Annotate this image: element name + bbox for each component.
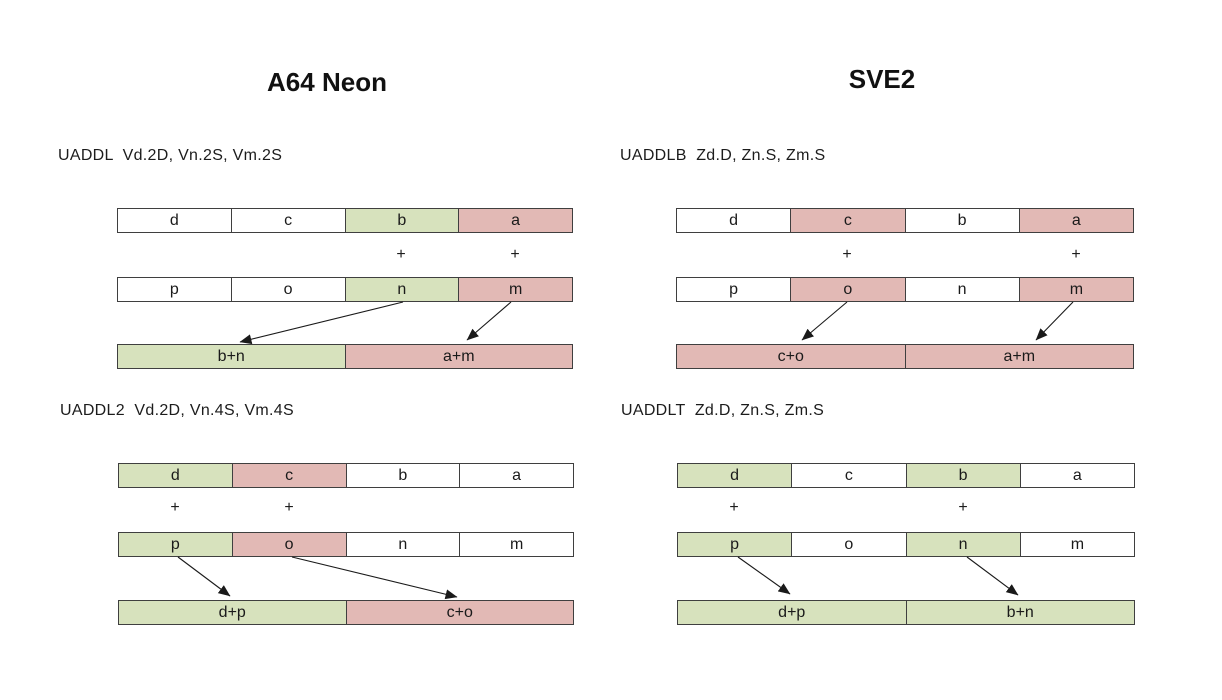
reg-cell: d (118, 463, 233, 488)
register-source-m: p o n m (676, 277, 1134, 302)
arrow-o-to-c+o (801, 301, 848, 341)
arrow-m-to-a+m (1035, 301, 1074, 341)
register-source-n: d c b a (118, 463, 574, 488)
reg-cell: d (117, 208, 232, 233)
result-cell: b+n (117, 344, 346, 369)
arrow-m-to-a+m (466, 301, 512, 341)
plus-sign: + (729, 499, 739, 516)
register-source-m: p o n m (117, 277, 573, 302)
result-cell: c+o (345, 600, 574, 625)
reg-cell: n (345, 532, 461, 557)
reg-cell: n (904, 277, 1020, 302)
register-result: c+o a+m (676, 344, 1134, 369)
register-result: b+n a+m (117, 344, 573, 369)
reg-cell: c (231, 463, 347, 488)
register-source-n: d c b a (677, 463, 1135, 488)
result-cell: c+o (676, 344, 906, 369)
reg-cell: m (1018, 277, 1134, 302)
reg-cell: a (1018, 208, 1134, 233)
reg-cell: d (676, 208, 792, 233)
column-title-a64-neon: A64 Neon (267, 67, 387, 97)
register-source-m: p o n m (118, 532, 574, 557)
register-result: d+p c+o (118, 600, 574, 625)
instruction-label-uaddlb: UADDLB Zd.D, Zn.S, Zm.S (620, 147, 826, 164)
instruction-label-uaddlt: UADDLT Zd.D, Zn.S, Zm.S (621, 402, 825, 419)
plus-sign: + (958, 499, 968, 516)
reg-cell: b (345, 463, 461, 488)
reg-cell: o (231, 532, 347, 557)
arrow-n-to-b+n (239, 301, 404, 345)
reg-cell: d (677, 463, 793, 488)
reg-cell: m (1019, 532, 1135, 557)
result-cell: d+p (677, 600, 907, 625)
reg-cell: n (344, 277, 460, 302)
reg-cell: c (791, 463, 907, 488)
plus-sign: + (396, 246, 406, 263)
register-source-n: d c b a (676, 208, 1134, 233)
result-cell: b+n (905, 600, 1135, 625)
arrow-p-to-d+p (737, 556, 791, 595)
register-source-n: d c b a (117, 208, 573, 233)
result-cell: d+p (118, 600, 347, 625)
plus-sign: + (284, 499, 294, 516)
reg-cell: c (230, 208, 346, 233)
register-source-m: p o n m (677, 532, 1135, 557)
reg-cell: p (677, 532, 793, 557)
arrow-o-to-c+o (291, 556, 458, 600)
instruction-label-uaddl2: UADDL2 Vd.2D, Vn.4S, Vm.4S (60, 402, 294, 419)
plus-sign: + (170, 499, 180, 516)
plus-sign: + (510, 246, 520, 263)
reg-cell: b (904, 208, 1020, 233)
reg-cell: a (1019, 463, 1135, 488)
reg-cell: b (905, 463, 1021, 488)
arrow-p-to-d+p (177, 556, 231, 597)
result-cell: a+m (904, 344, 1134, 369)
reg-cell: a (458, 208, 573, 233)
column-title-sve2: SVE2 (848, 64, 916, 94)
reg-cell: c (790, 208, 906, 233)
reg-cell: o (790, 277, 906, 302)
reg-cell: p (118, 532, 233, 557)
result-cell: a+m (344, 344, 573, 369)
arrow-n-to-b+n (966, 556, 1019, 596)
register-result: d+p b+n (677, 600, 1135, 625)
instruction-label-uaddl: UADDL Vd.2D, Vn.2S, Vm.2S (58, 147, 283, 164)
reg-cell: o (791, 532, 907, 557)
reg-cell: a (459, 463, 574, 488)
plus-sign: + (842, 246, 852, 263)
reg-cell: p (676, 277, 792, 302)
reg-cell: b (344, 208, 460, 233)
reg-cell: m (459, 532, 574, 557)
reg-cell: p (117, 277, 232, 302)
reg-cell: o (230, 277, 346, 302)
reg-cell: n (905, 532, 1021, 557)
reg-cell: m (458, 277, 573, 302)
plus-sign: + (1071, 246, 1081, 263)
